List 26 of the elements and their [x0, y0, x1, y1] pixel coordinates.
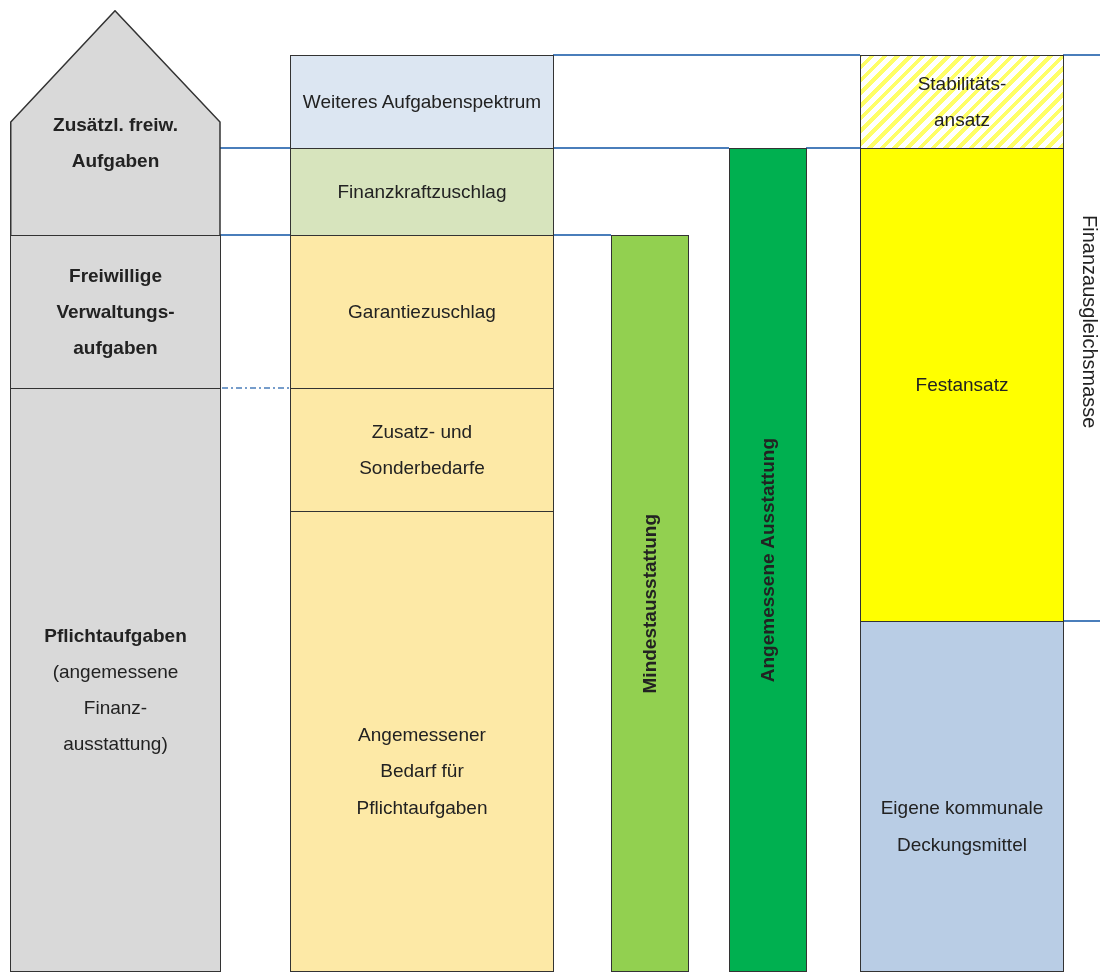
stacked-block [860, 55, 1064, 149]
stacked-block [290, 388, 554, 512]
stacked-block [860, 621, 1064, 972]
stacked-block [290, 148, 554, 236]
block-label: Eigene kommunale Deckungsmittel [879, 796, 1045, 857]
stacked-block [860, 148, 1064, 622]
block-label: Zusätzl. freiw. Aufgaben [52, 112, 179, 173]
vertical-label: Mindestausstattung [638, 513, 661, 694]
stacked-block [290, 511, 554, 972]
stacked-block [290, 55, 554, 149]
column-bar [729, 148, 807, 972]
block-label: Festansatz [914, 372, 1010, 397]
block-label: Weiteres Aufgabenspektrum [301, 89, 543, 114]
column-bar [611, 235, 689, 972]
stacked-block [10, 388, 221, 972]
block-label: Finanzkraftzuschlag [336, 179, 508, 204]
block-label: Zusatz- und Sonderbedarfe [358, 419, 486, 480]
block-label: Pflichtaufgaben [43, 623, 188, 648]
block-label: (angemessene Finanz- ausstattung) [51, 659, 180, 757]
block-label: Angemessener Bedarf für Pflichtaufgaben [355, 723, 489, 820]
side-label: Finanzausgleichsmasse [1078, 215, 1101, 429]
block-label: Garantiezuschlag [347, 299, 497, 324]
stacked-block [10, 235, 221, 389]
block-label: Freiwillige Verwaltungs- aufgaben [55, 263, 176, 361]
stacked-block [290, 235, 554, 389]
vertical-label: Angemessene Ausstattung [756, 437, 779, 683]
